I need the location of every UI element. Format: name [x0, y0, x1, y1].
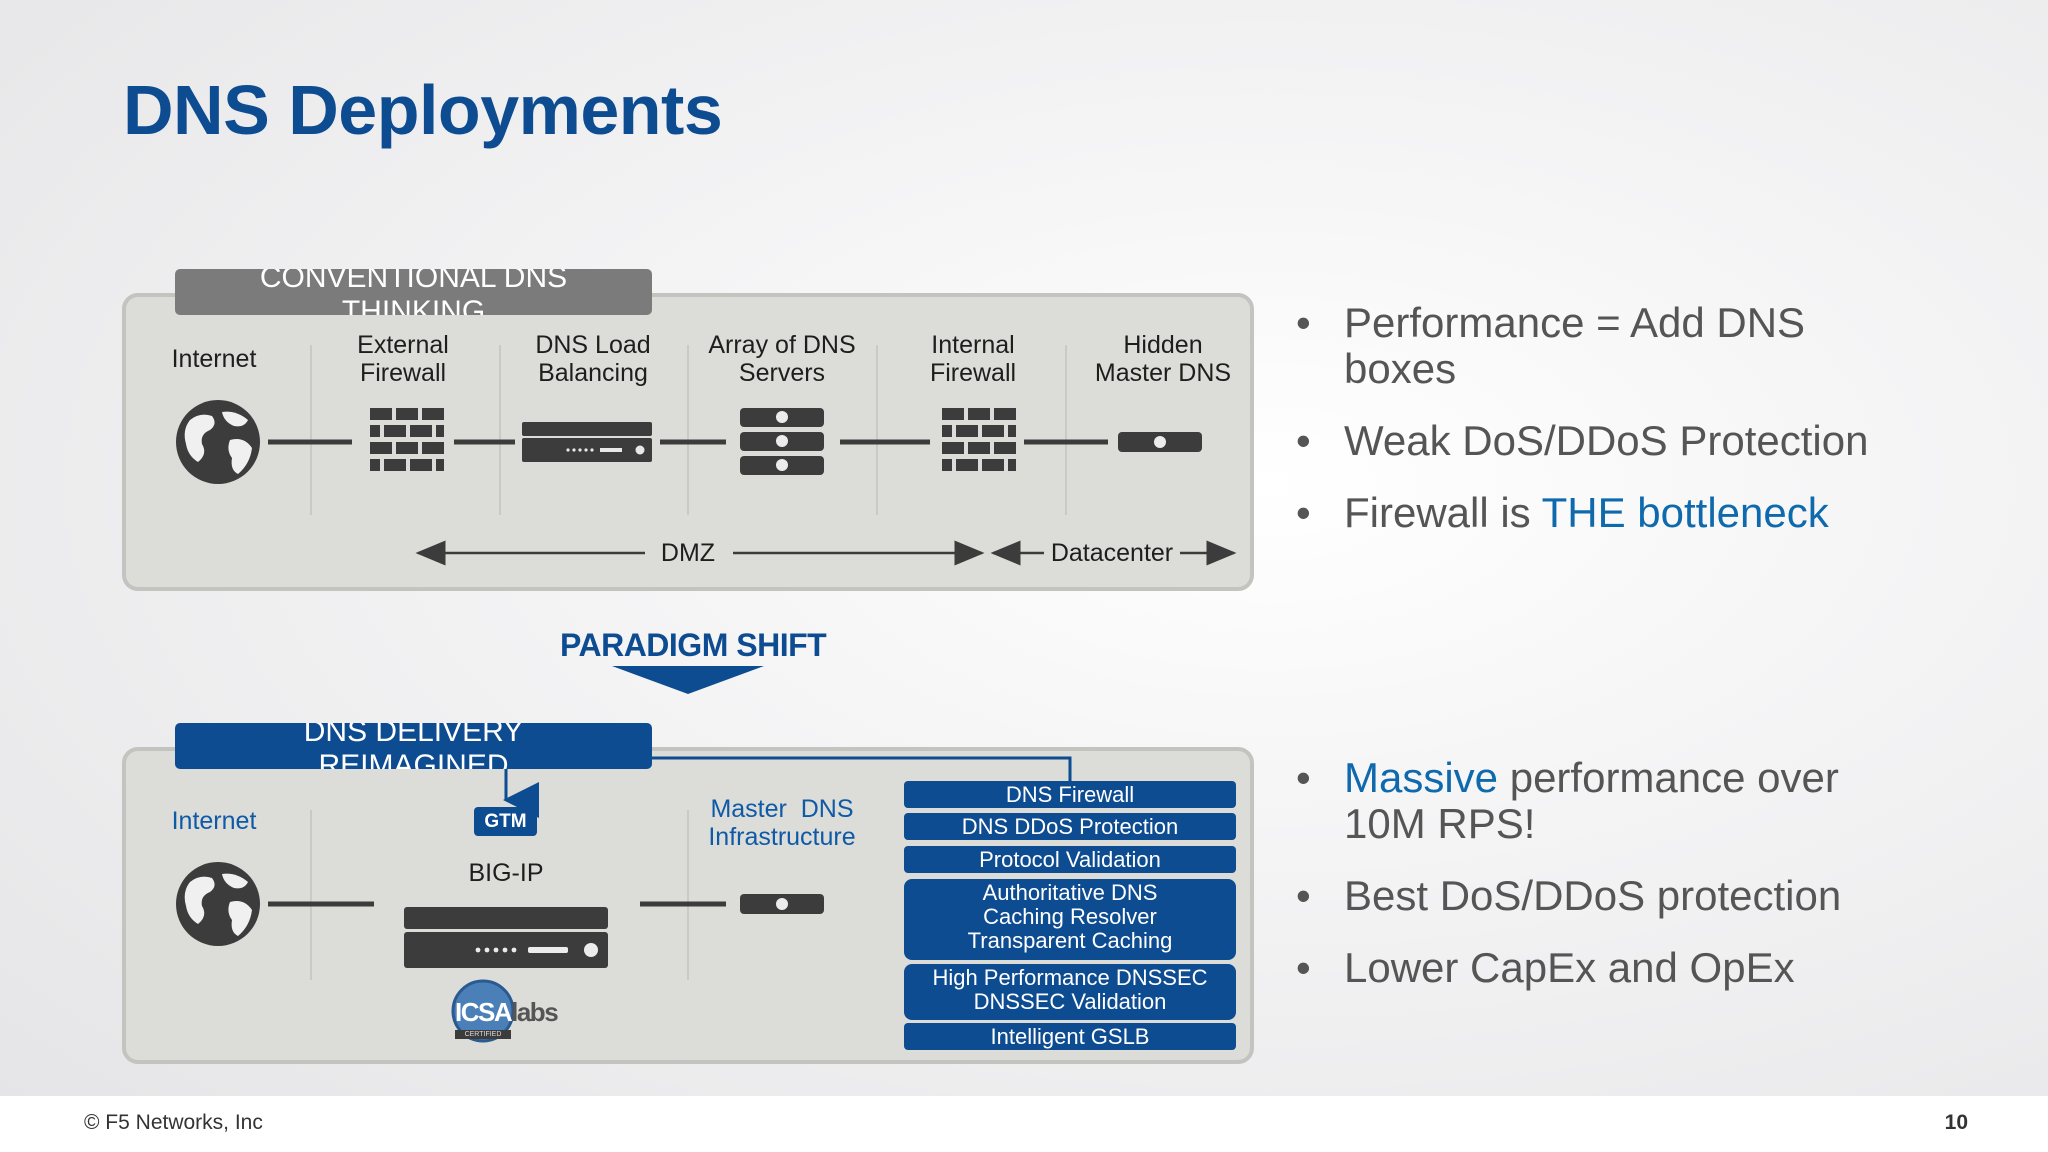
column-divider — [499, 345, 501, 515]
dns-server-icon — [740, 894, 824, 914]
column-divider — [876, 345, 878, 515]
column-divider — [1065, 345, 1067, 515]
zone-dmz-label: DMZ — [660, 539, 716, 567]
page-number: 10 — [1944, 1111, 1968, 1134]
tag-connectors — [503, 756, 1072, 818]
feature-dns-ddos-protection: DNS DDoS Protection — [904, 813, 1236, 840]
feature-authoritative-caching: Authoritative DNS Caching Resolver Trans… — [904, 879, 1236, 960]
globe-icon — [176, 862, 260, 946]
bullets-reimagined: • Massive performance over 10M RPS! • Be… — [1296, 755, 1841, 1017]
feature-dnssec: High Performance DNSSEC DNSSEC Validatio… — [904, 964, 1236, 1020]
bullet-item: • Best DoS/DDoS protection — [1296, 872, 1842, 919]
reimagined-tag-line2: REIMAGINED — [318, 749, 509, 769]
globe-icon — [176, 400, 260, 484]
bullet-item: • Lower CapEx and OpEx — [1296, 944, 1795, 991]
column-divider — [310, 810, 312, 980]
load-balancer-icon — [522, 422, 652, 462]
firewall-icon — [370, 408, 444, 471]
conventional-tag-line1: CONVENTIONAL DNS — [259, 269, 568, 294]
footer-copyright: © F5 Networks, Inc — [84, 1111, 263, 1134]
label-internet: Internet — [171, 345, 257, 373]
dns-server-icon — [1118, 432, 1202, 452]
big-ip-label: BIG-IP — [468, 859, 544, 887]
reimagined-tag-line1: DNS DELIVERY — [303, 723, 524, 748]
footer-bar — [0, 1096, 2048, 1152]
conventional-tag: CONVENTIONAL DNS THINKING — [175, 269, 652, 315]
zone-datacenter-label: Datacenter — [1050, 539, 1174, 567]
paradigm-shift-label: PARADIGM SHIFT — [560, 627, 827, 663]
bullet-item: • Weak DoS/DDoS Protection — [1296, 417, 1869, 464]
column-divider — [687, 810, 689, 980]
column-divider — [310, 345, 312, 515]
conventional-tag-line2: THINKING — [341, 295, 486, 315]
slide-title: DNS Deployments — [123, 71, 723, 149]
label-internet-reimagined: Internet — [171, 807, 257, 835]
icsa-labs-logo — [451, 979, 515, 1043]
bullet-item: • Firewall is THE bottleneck — [1296, 489, 1829, 536]
big-ip-device-icon — [404, 907, 608, 968]
bullet-item: • Massive performance over 10M RPS! — [1296, 754, 1839, 847]
firewall-icon — [942, 408, 1016, 471]
icsa-labs-text: ICSAlabs — [455, 997, 559, 1027]
feature-protocol-validation: Protocol Validation — [904, 846, 1236, 873]
reimagined-tag: DNS DELIVERY REIMAGINED — [175, 723, 652, 769]
icsa-certified-text: CERTIFIED — [464, 1031, 502, 1038]
feature-intelligent-gslb: Intelligent GSLB — [904, 1023, 1236, 1050]
feature-dns-firewall: DNS Firewall — [904, 781, 1236, 808]
down-arrow-icon — [612, 666, 764, 694]
server-stack-icon — [740, 408, 824, 475]
column-divider — [687, 345, 689, 515]
